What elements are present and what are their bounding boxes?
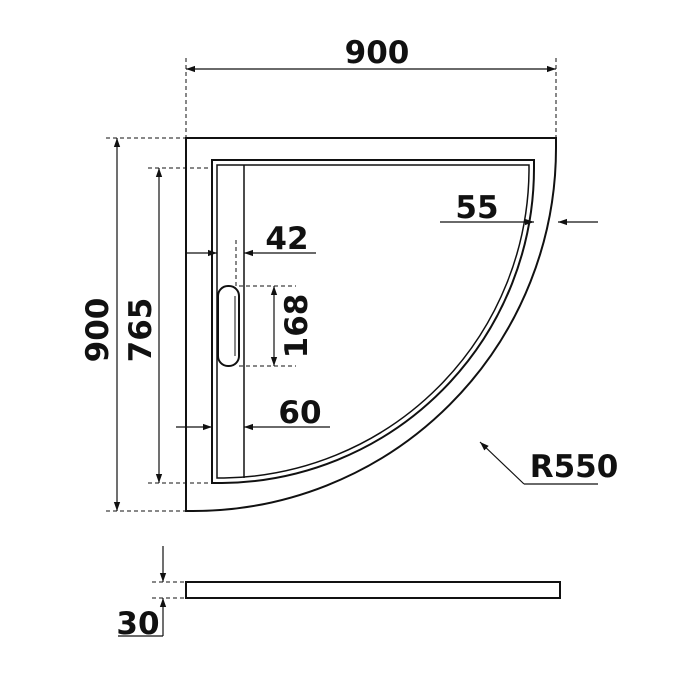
depth-label: 900 [80, 298, 116, 363]
rim-label: 55 [455, 190, 498, 226]
radius-label: R550 [530, 449, 619, 485]
waste-slot [217, 285, 240, 367]
radius-leader-arrow [479, 441, 525, 485]
tray-outer-outline [185, 137, 557, 512]
offset-label: 60 [278, 395, 321, 431]
tray-side-elevation [185, 581, 561, 599]
width-label: 900 [345, 35, 410, 71]
inner-depth-label: 765 [123, 298, 159, 363]
channel-label: 42 [265, 221, 308, 257]
height-label: 30 [116, 606, 159, 642]
waste-label: 168 [279, 294, 315, 359]
